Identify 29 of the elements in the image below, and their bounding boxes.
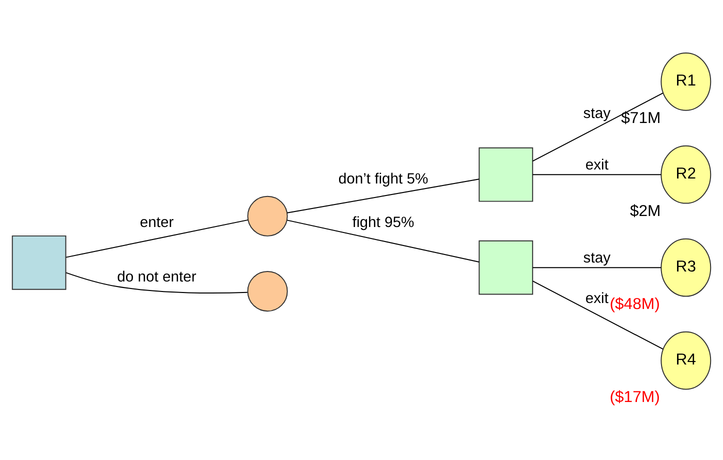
edge-label: enter	[140, 215, 174, 232]
node-ellipse: R1	[660, 52, 712, 111]
edge-label: exit	[585, 291, 608, 308]
node-box	[12, 235, 66, 290]
node-label: $2M	[630, 202, 661, 220]
edge-label: don’t fight 5%	[338, 172, 428, 188]
connector	[66, 272, 248, 294]
node-box	[478, 240, 534, 295]
node-circle	[247, 196, 288, 236]
edge-label: stay	[583, 106, 610, 122]
edge-label: fight 95%	[352, 215, 414, 232]
connector	[286, 178, 480, 214]
edge-label: stay	[583, 250, 610, 267]
node-box	[478, 147, 534, 202]
node-label: ($17M)	[610, 388, 660, 406]
connector	[532, 280, 664, 350]
connector	[286, 220, 480, 262]
edge-label: do not enter	[117, 269, 196, 286]
node-ellipse: R4	[660, 331, 712, 390]
node-circle	[247, 271, 288, 312]
connector	[532, 267, 662, 268]
node-ellipse: R3	[660, 238, 712, 297]
connector	[532, 92, 664, 162]
connector	[66, 219, 249, 258]
node-label: ($48M)	[610, 296, 660, 313]
node-ellipse: R2	[660, 145, 712, 204]
edge-label: exit	[585, 158, 608, 174]
connector	[532, 174, 662, 176]
node-label: $71M	[621, 110, 661, 127]
